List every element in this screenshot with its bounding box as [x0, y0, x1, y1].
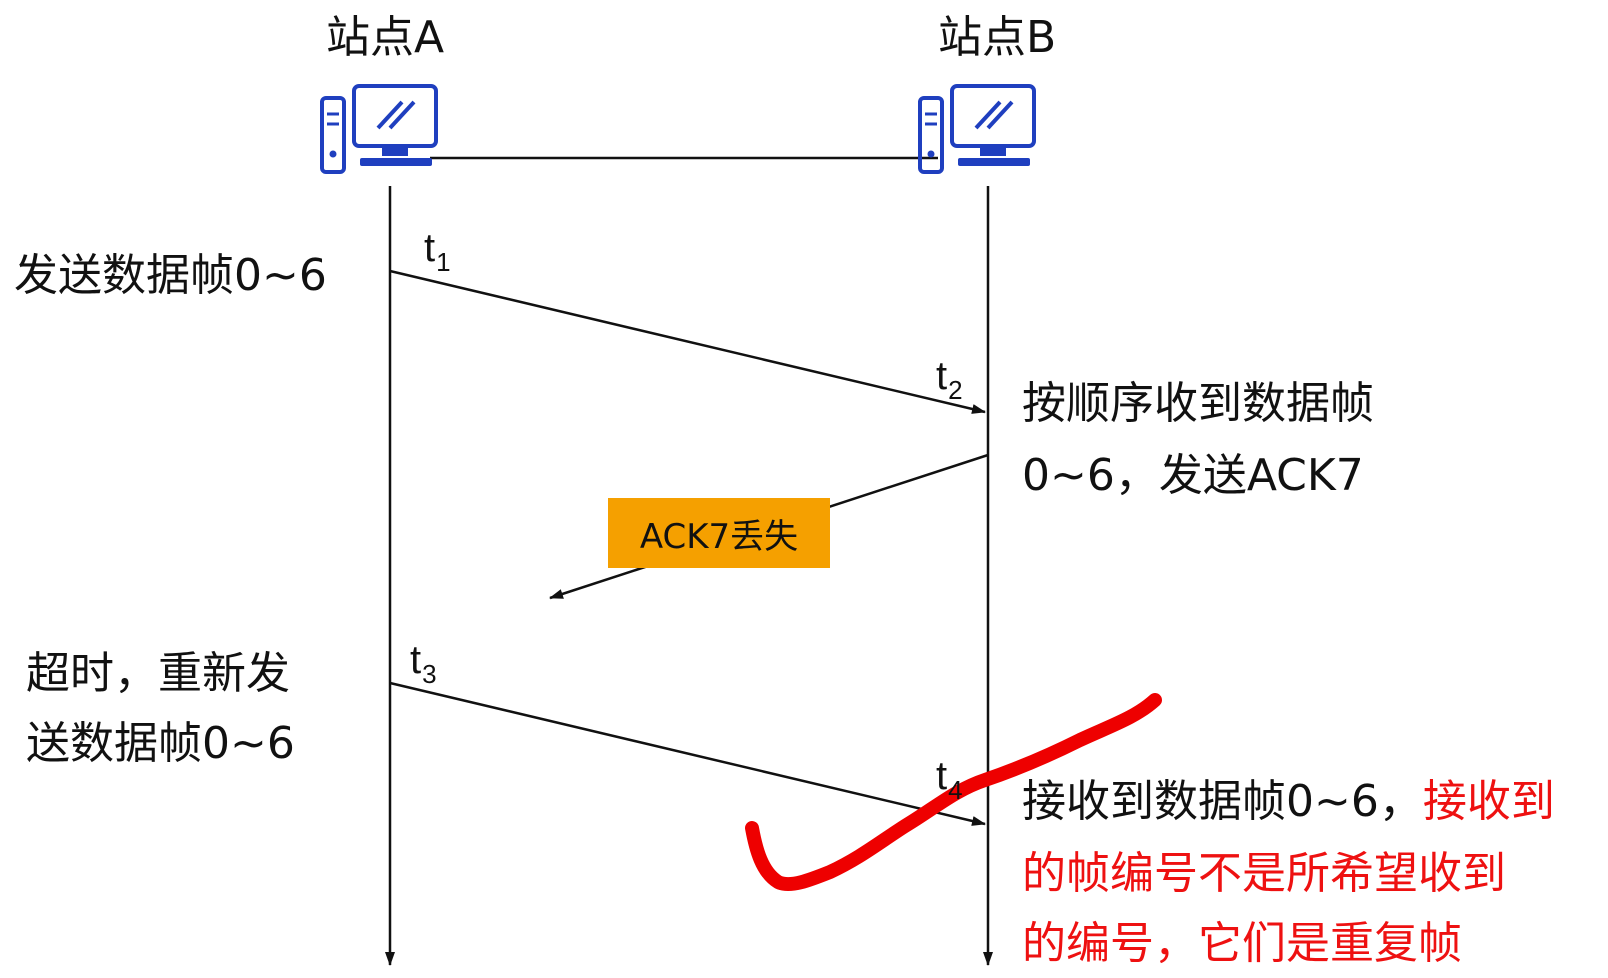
note-recv-line2: 0~6，发送ACK7 [1022, 450, 1364, 501]
note-duplicate-black: 接收到数据帧0~6， [1022, 776, 1423, 827]
computer-icon [918, 84, 1036, 174]
note-duplicate-line2: 的帧编号不是所希望收到 [1022, 848, 1506, 899]
time-label-t3: t3 [410, 638, 437, 689]
time-label-t1: t1 [424, 226, 451, 277]
time-label-t2: t2 [936, 354, 963, 405]
time-label-t4: t4 [936, 754, 963, 805]
note-timeout-line2: 送数据帧0~6 [26, 718, 295, 769]
frame-arrow-2 [389, 681, 986, 826]
frame-arrow-1 [389, 269, 986, 414]
ack-lost-label: ACK7丢失 [608, 498, 830, 568]
note-timeout-line1: 超时，重新发 [26, 648, 290, 699]
station-a-title: 站点A [326, 12, 445, 63]
station-b-title: 站点B [938, 12, 1057, 63]
note-send-frames: 发送数据帧0~6 [14, 250, 327, 301]
note-duplicate-line1: 接收到数据帧0~6，接收到 [1022, 780, 1555, 824]
note-recv-line1: 按顺序收到数据帧 [1022, 378, 1374, 429]
note-duplicate-red-1: 接收到 [1422, 776, 1555, 827]
red-check-mark [745, 693, 1162, 892]
note-duplicate-line3: 的编号，它们是重复帧 [1022, 918, 1462, 969]
computer-icon [320, 84, 438, 174]
